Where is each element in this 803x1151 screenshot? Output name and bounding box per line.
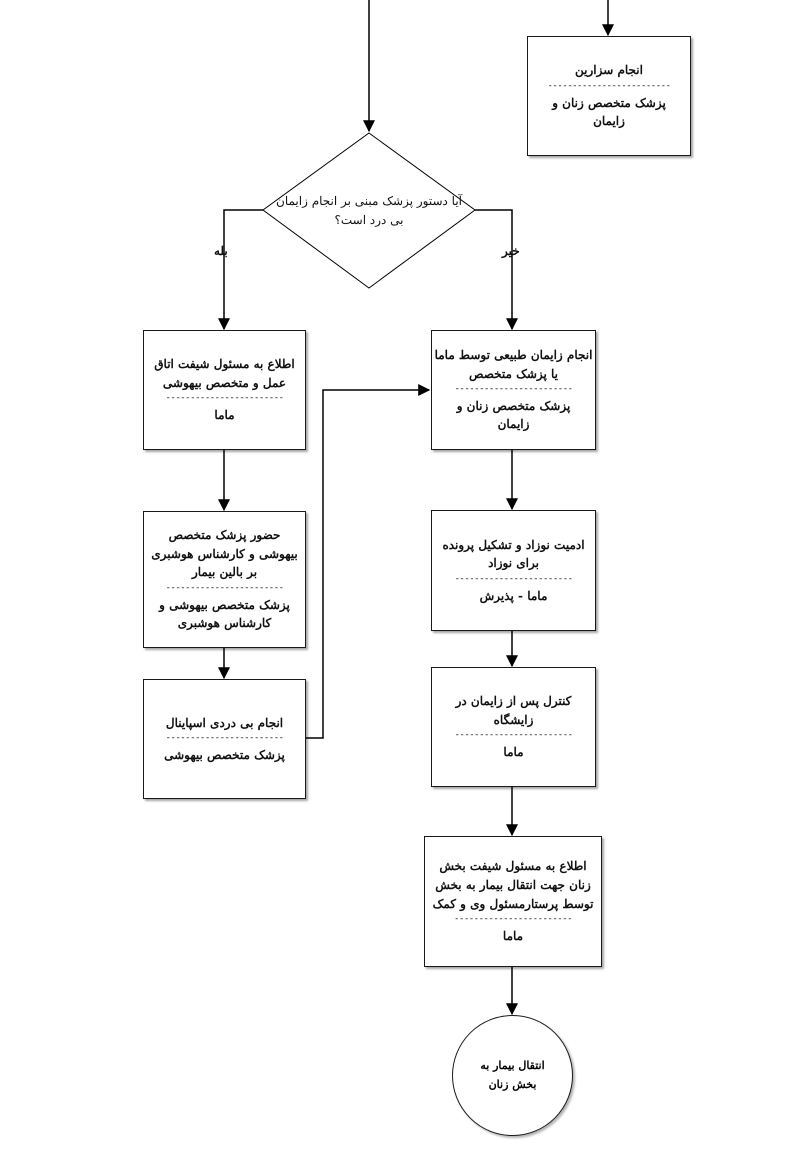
divider: ------------------------- [547, 80, 671, 91]
step-text: یا پزشک متخصص [469, 366, 559, 381]
end-node-line2: بخش زنان [488, 1077, 537, 1091]
step-text: بر بالین بیمار [191, 565, 258, 580]
step-text: ادمیت نوزاد و تشکیل پرونده [442, 537, 585, 552]
no-label: خیر [502, 244, 520, 258]
end-node-transfer: انتقال بیمار به بخش زنان [452, 1015, 573, 1136]
yes-label: بله [214, 244, 228, 258]
step-actor: کارشناس هوشبری [177, 616, 272, 631]
step-text: کنترل پس از زایمان در [455, 694, 572, 709]
decision-text: آیا دستور پزشک مبنی بر انجام زایمان بی د… [263, 192, 475, 230]
decision-line2: بی درد است؟ [334, 213, 404, 228]
decision-line1: آیا دستور پزشک مبنی بر انجام زایمان [276, 194, 462, 208]
step-actor: ماما [502, 928, 524, 943]
step-actor: ماما [214, 408, 235, 423]
step-text: زایشگاه [493, 712, 534, 727]
arrow-yes [218, 209, 263, 331]
step-text: توسط پرستارمسئول وی و کمک [432, 896, 594, 911]
step-actor: ماما [503, 745, 524, 760]
arrow-spinal-to-birth [306, 384, 431, 739]
step-text: حضور پزشک متخصص [168, 528, 281, 543]
divider: ------------------------ [453, 914, 573, 925]
cesarean-actor-line2: زایمان [593, 114, 625, 129]
cesarean-title: انجام سزارین [575, 63, 643, 78]
step-text: بیهوشی و کارشناس هوشبری [151, 546, 298, 561]
divider: ------------------------ [165, 733, 284, 744]
step-text: عمل و متخصص بیهوشی [162, 375, 287, 390]
divider: ------------------------ [454, 573, 573, 584]
left-step-notify-or: اطلاع به مسئول شیفت اتاق عمل و متخصص بیه… [143, 330, 306, 450]
arrow-no [475, 209, 518, 331]
step-text: انجام زایمان طبیعی توسط ماما [434, 347, 593, 362]
step-actor: پزشک متخصص بیهوشی و [159, 597, 290, 612]
step-text: زنان جهت انتقال بیمار به بخش [435, 878, 591, 893]
divider: ------------------------ [165, 582, 284, 593]
cesarean-box: انجام سزارین ------------------------- پ… [527, 36, 691, 156]
right-step-newborn-admit: ادمیت نوزاد و تشکیل پرونده برای نوزاد --… [431, 510, 596, 631]
step-actor: پزشک متخصص زنان و [456, 398, 571, 413]
left-step-anesthesia-presence: حضور پزشک متخصص بیهوشی و کارشناس هوشبری … [143, 511, 306, 648]
right-step-postpartum: کنترل پس از زایمان در زایشگاه ----------… [431, 667, 596, 787]
divider: ------------------------ [454, 384, 573, 395]
step-actor: ماما - پذیرش [479, 588, 548, 603]
divider: ------------------------ [454, 730, 573, 741]
step-text: انجام بی دردی اسپاینال [165, 715, 284, 730]
step-text: اطلاع به مسئول شیفت بخش [439, 859, 587, 874]
step-text: اطلاع به مسئول شیفت اتاق [154, 357, 295, 372]
right-step-natural-birth: انجام زایمان طبیعی توسط ماما یا پزشک متخ… [431, 330, 596, 450]
step-actor: پزشک متخصص بیهوشی [164, 747, 285, 762]
cesarean-actor-line1: پزشک متخصص زنان و [552, 95, 666, 110]
left-step-spinal: انجام بی دردی اسپاینال -----------------… [143, 679, 306, 799]
step-actor: زایمان [497, 417, 530, 432]
step-text: برای نوزاد [488, 556, 539, 571]
decision-diamond [262, 132, 476, 289]
divider: ------------------------ [165, 393, 284, 404]
end-node-line1: انتقال بیمار به [480, 1058, 545, 1072]
right-step-notify-ward: اطلاع به مسئول شیفت بخش زنان جهت انتقال … [424, 836, 602, 967]
